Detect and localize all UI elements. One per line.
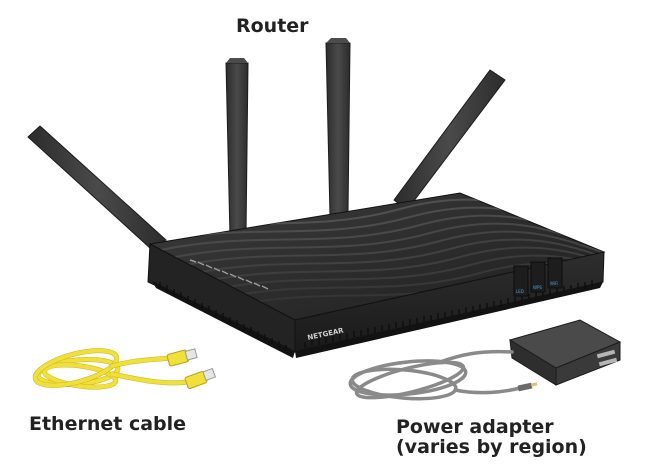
power-cable <box>348 349 522 401</box>
antenna-center-right <box>325 38 351 217</box>
ethernet-cable <box>32 348 191 390</box>
front-vents <box>304 280 593 348</box>
antenna-left <box>27 125 167 249</box>
ethernet-connector-2 <box>184 367 217 389</box>
router-body: LED WPS WiFi NETGEAR <box>147 192 606 358</box>
port-label-wifi: WiFi <box>550 281 558 286</box>
side-vents <box>159 282 287 351</box>
power-adapter-label: Power adapter (varies by region) <box>396 416 587 458</box>
power-plug-tip <box>517 382 538 392</box>
power-adapter-label-line1: Power adapter <box>396 416 554 438</box>
antenna-center-left <box>225 58 249 238</box>
port-label-wps: WPS <box>533 285 542 290</box>
power-adapter <box>508 319 622 386</box>
ethernet-connector-1 <box>166 348 198 367</box>
ethernet-cable-label: Ethernet cable <box>29 413 187 435</box>
antenna-right <box>393 69 506 211</box>
router-label: Router <box>236 15 309 37</box>
power-adapter-label-line2: (varies by region) <box>396 435 587 458</box>
front-buttons: LED WPS WiFi <box>513 257 563 297</box>
status-led-strip <box>189 259 269 290</box>
port-label-led: LED <box>516 289 524 294</box>
